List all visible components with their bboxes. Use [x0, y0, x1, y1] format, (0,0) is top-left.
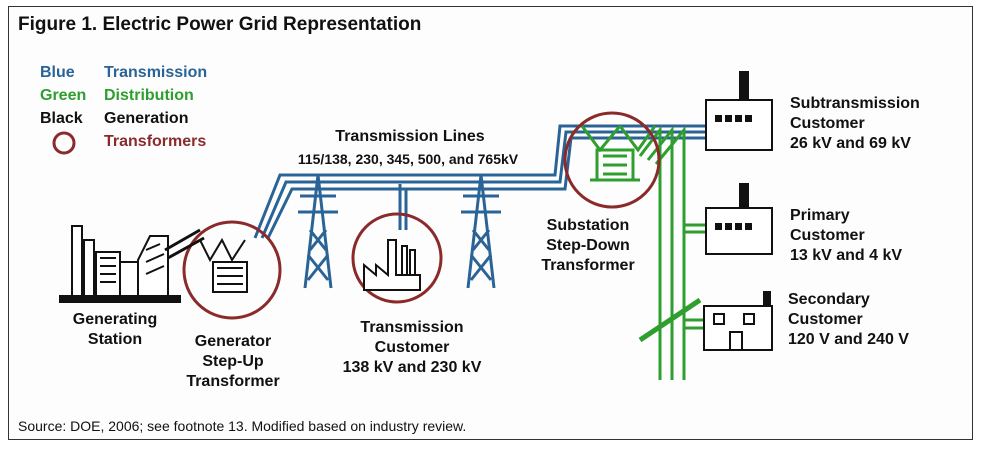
primary-building-icon: [705, 183, 773, 255]
subtransmission-customer-label: Subtransmission Customer 26 kV and 69 kV: [790, 95, 920, 152]
transmission-customer-circle-icon: [351, 212, 443, 304]
legend-value-generation: Generation: [104, 110, 189, 127]
substation-circle-icon: [563, 111, 661, 209]
transmission-tower-left-icon: [298, 174, 338, 289]
legend-value-distribution: Distribution: [104, 87, 194, 104]
transmission-lines: [253, 124, 706, 239]
secondary-house-icon: [703, 291, 773, 351]
secondary-customer-label: Secondary Customer 120 V and 240 V: [788, 291, 909, 348]
substation-label: Substation Step-Down Transformer: [541, 217, 635, 274]
generator-transformer-icon: [199, 237, 248, 293]
figure-frame: [8, 6, 973, 440]
transmission-lines-title: Transmission Lines: [335, 128, 485, 145]
substation-transformer-icon: [580, 125, 657, 182]
legend-key-black: Black: [40, 110, 83, 127]
figure-title: Figure 1. Electric Power Grid Representa…: [18, 14, 422, 35]
legend-value-transformers: Transformers: [104, 133, 207, 150]
transmission-customer-factory-icon: [363, 239, 421, 291]
primary-customer-label: Primary Customer 13 kV and 4 kV: [790, 207, 903, 264]
generator-transformer-circle-icon: [182, 220, 282, 320]
generating-station-icon: [59, 225, 205, 303]
distribution-lines: [638, 125, 706, 380]
legend-key-green: Green: [40, 87, 87, 104]
generator-transformer-label: Generator Step-Up Transformer: [186, 333, 280, 390]
transmission-lines-voltages: 115/138, 230, 345, 500, and 765kV: [297, 151, 519, 167]
legend-key-blue: Blue: [40, 64, 75, 81]
generating-station-label: Generating Station: [72, 311, 158, 348]
legend-value-transmission: Transmission: [104, 64, 208, 81]
subtransmission-building-icon: [705, 71, 773, 151]
legend-transformer-circle-icon: [52, 131, 76, 155]
source-note: Source: DOE, 2006; see footnote 13. Modi…: [18, 418, 467, 434]
transmission-customer-label: Transmission Customer 138 kV and 230 kV: [342, 319, 482, 376]
transmission-tower-right-icon: [461, 174, 501, 289]
